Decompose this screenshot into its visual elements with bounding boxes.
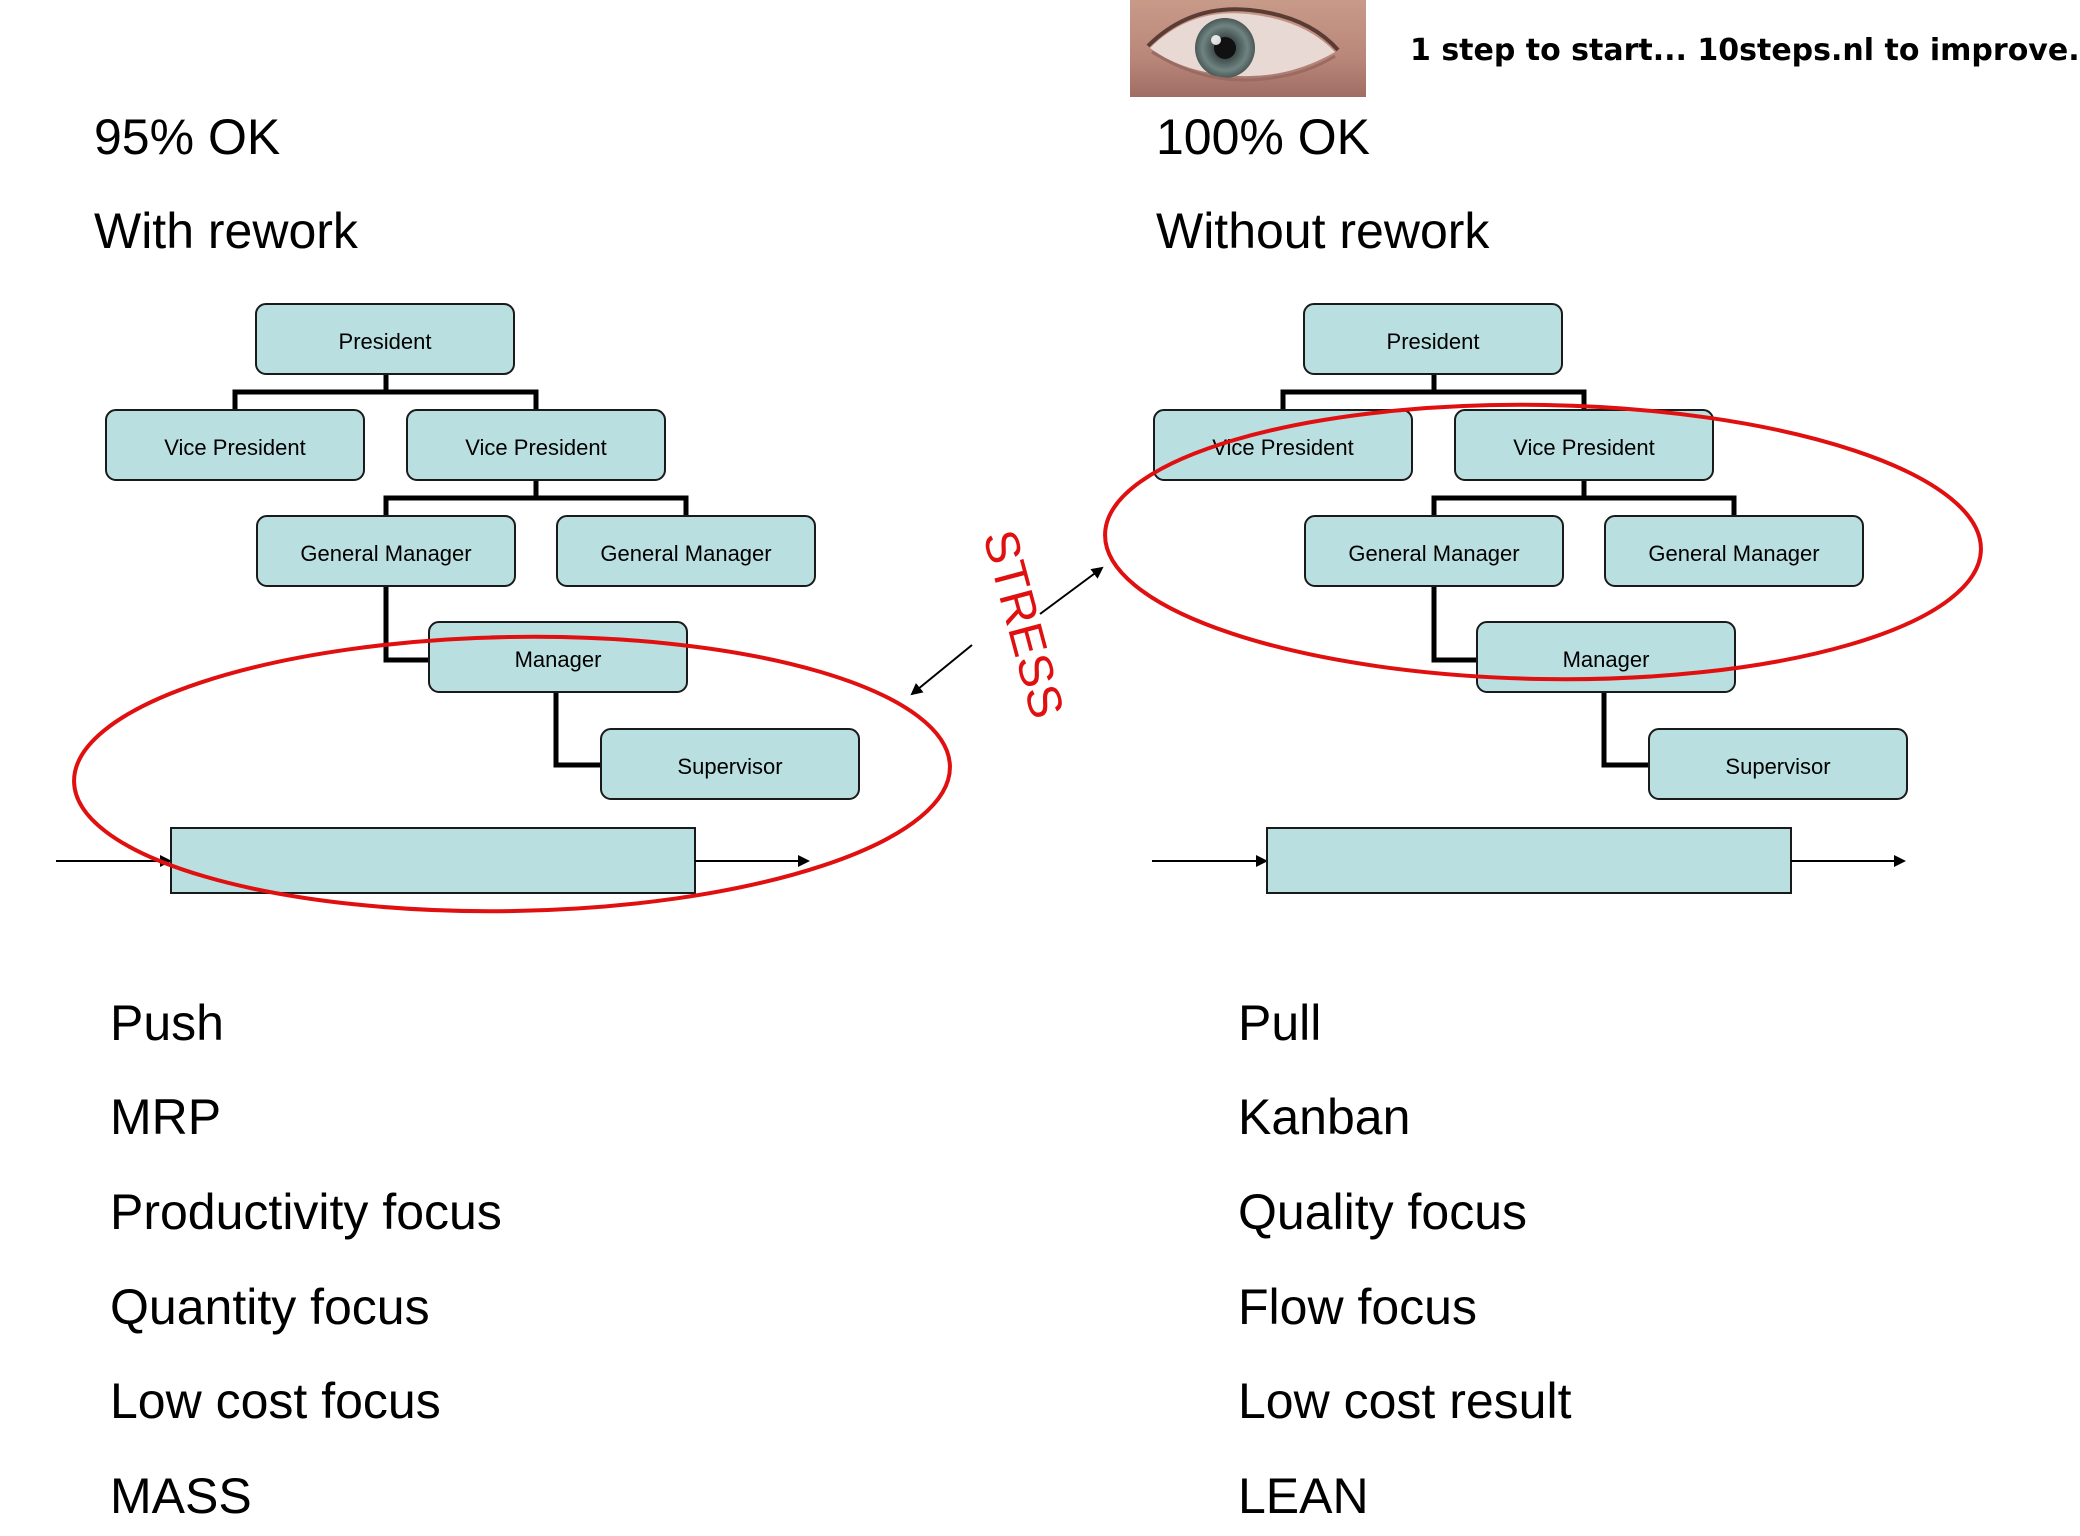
left-list-item: MRP <box>110 1089 222 1145</box>
right-label-president: President <box>1387 329 1480 354</box>
left-box-gm1: General Manager <box>256 515 516 587</box>
right-label-supervisor: Supervisor <box>1725 754 1830 779</box>
left-box-supervisor: Supervisor <box>600 728 860 800</box>
right-stress-ellipse <box>1103 402 1983 682</box>
right-list-item: Quality focus <box>1238 1184 1528 1240</box>
right-box-vp2: Vice President <box>1454 409 1714 481</box>
left-label-president: President <box>339 329 432 354</box>
tagline: 1 step to start... 10steps.nl to improve… <box>1410 33 2080 68</box>
left-label-gm1: General Manager <box>300 541 471 566</box>
right-box-president: President <box>1303 303 1563 375</box>
right-label-vp2: Vice President <box>1513 435 1654 460</box>
right-heading-rework: Without rework <box>1156 203 1490 259</box>
left-list-item: MASS <box>110 1468 252 1524</box>
left-box-president: President <box>255 303 515 375</box>
left-list-item: Low cost focus <box>110 1373 441 1429</box>
right-box-vp1: Vice President <box>1153 409 1413 481</box>
left-org-chart: President Vice President Vice President … <box>56 303 952 914</box>
left-heading-rework: With rework <box>94 203 358 259</box>
left-box-manager: Manager <box>428 621 688 693</box>
left-process-flow <box>56 827 810 894</box>
left-label-vp1: Vice President <box>164 435 305 460</box>
left-label-gm2: General Manager <box>600 541 771 566</box>
right-list-item: Pull <box>1238 995 1322 1051</box>
right-heading-quality: 100% OK <box>1156 109 1371 165</box>
right-box-gm1: General Manager <box>1304 515 1564 587</box>
stress-arrow-right <box>1039 566 1104 615</box>
right-org-chart: President Vice President Vice President … <box>1103 303 1983 894</box>
stress-connector: STRESS <box>910 525 1104 724</box>
right-label-gm2: General Manager <box>1648 541 1819 566</box>
right-list-item: Kanban <box>1238 1089 1411 1145</box>
right-list-item: LEAN <box>1238 1468 1369 1524</box>
right-list-item: Flow focus <box>1238 1279 1477 1335</box>
left-box-gm2: General Manager <box>556 515 816 587</box>
eye-photo <box>1130 0 1366 97</box>
left-label-supervisor: Supervisor <box>677 754 782 779</box>
left-list-item: Push <box>110 995 224 1051</box>
right-box-manager: Manager <box>1476 621 1736 693</box>
stress-label: STRESS <box>972 525 1073 724</box>
eye-icon <box>1130 0 1366 97</box>
right-label-gm1: General Manager <box>1348 541 1519 566</box>
left-heading-quality: 95% OK <box>94 109 281 165</box>
right-list-item: Low cost result <box>1238 1373 1572 1429</box>
right-box-gm2: General Manager <box>1604 515 1864 587</box>
left-list-item: Productivity focus <box>110 1184 502 1240</box>
right-label-manager: Manager <box>1563 647 1650 672</box>
stress-arrow-left <box>910 644 973 696</box>
left-label-manager: Manager <box>515 647 602 672</box>
left-stress-ellipse <box>72 634 952 914</box>
left-box-vp2: Vice President <box>406 409 666 481</box>
right-process-flow <box>1152 827 1906 894</box>
left-list-item: Quantity focus <box>110 1279 430 1335</box>
left-label-vp2: Vice President <box>465 435 606 460</box>
right-box-supervisor: Supervisor <box>1648 728 1908 800</box>
left-box-vp1: Vice President <box>105 409 365 481</box>
